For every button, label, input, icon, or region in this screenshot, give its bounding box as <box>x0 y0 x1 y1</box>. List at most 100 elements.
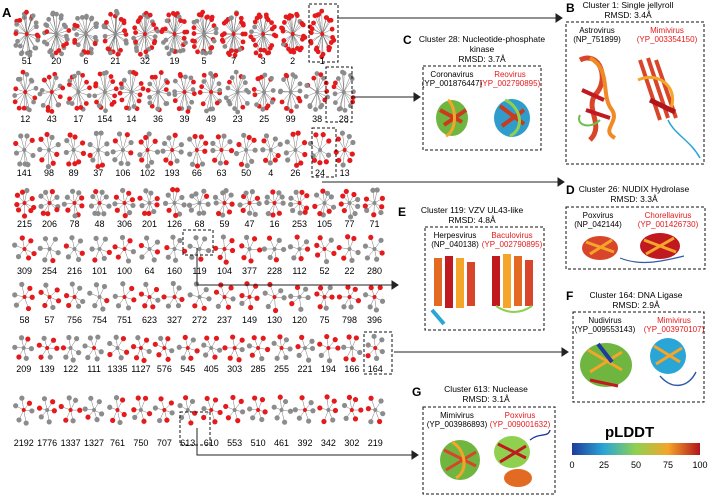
cluster-node <box>351 191 357 198</box>
cluster-node <box>271 340 277 346</box>
cluster-node <box>121 411 127 418</box>
cluster-node <box>352 286 358 292</box>
panel-b-title: Cluster 1: Single jellyroll <box>583 0 674 10</box>
cluster-node <box>110 79 116 85</box>
cluster-node <box>18 335 25 341</box>
cluster-node <box>202 236 208 242</box>
cluster-node <box>191 79 196 85</box>
cluster-node <box>147 94 152 100</box>
cluster-node <box>143 134 149 141</box>
cluster-edge <box>52 12 57 35</box>
cluster-node <box>72 213 78 219</box>
cluster-node <box>23 420 29 426</box>
cluster-node <box>33 85 39 91</box>
cluster-node <box>241 132 247 138</box>
cluster-label: 798 <box>342 315 357 325</box>
cluster-edge <box>233 33 237 52</box>
cluster-network: 255 <box>271 334 293 374</box>
cluster-center-node <box>172 295 177 299</box>
cluster-edge <box>104 76 112 93</box>
cluster-network: 7 <box>219 10 248 66</box>
cluster-node <box>330 204 337 210</box>
cluster-node <box>93 81 99 87</box>
cluster-edge <box>343 91 351 106</box>
panel-f-rmsd: RMSD: 2.9Å <box>612 300 660 310</box>
cluster-node <box>183 74 188 80</box>
cluster-center-node <box>297 201 302 205</box>
cluster-node <box>100 306 106 312</box>
cluster-node <box>238 15 244 21</box>
cluster-node <box>347 157 353 164</box>
cluster-node <box>317 405 323 411</box>
cluster-node <box>165 80 170 85</box>
cluster-node <box>272 136 278 142</box>
cluster-node <box>166 207 172 213</box>
cluster-network: 20 <box>41 10 72 66</box>
cluster-center-node <box>172 32 177 36</box>
cluster-node <box>150 304 156 310</box>
cluster-network: 101 <box>89 235 112 276</box>
legend-tick-label: 100 <box>692 460 707 470</box>
cluster-node <box>269 75 274 81</box>
cluster-center-node <box>222 201 227 205</box>
cluster-node <box>193 235 199 241</box>
cluster-node <box>201 210 207 216</box>
cluster-node <box>140 86 146 92</box>
cluster-node <box>24 133 30 139</box>
cluster-edge <box>261 77 265 93</box>
cluster-node <box>13 150 20 156</box>
cluster-node <box>90 193 96 200</box>
cluster-label: 761 <box>110 438 125 448</box>
cluster-edge <box>292 134 296 151</box>
cluster-network: 16 <box>264 189 286 229</box>
cluster-node <box>341 70 347 76</box>
cluster-node <box>350 99 356 105</box>
cluster-network: 22 <box>336 234 361 276</box>
cluster-node <box>22 161 28 167</box>
cluster-node <box>333 100 338 106</box>
cluster-node <box>379 204 385 210</box>
cluster-node <box>314 242 320 248</box>
cluster-node <box>66 82 72 87</box>
cluster-edge <box>56 33 60 51</box>
cluster-node <box>276 210 282 216</box>
panel-b-letter: B <box>566 1 575 15</box>
cluster-node <box>281 295 287 301</box>
cluster-edge <box>203 33 211 53</box>
cluster-node <box>264 346 271 353</box>
cluster-center-node <box>72 247 77 251</box>
cluster-node <box>110 149 116 155</box>
cluster-node <box>25 50 30 56</box>
cluster-edge <box>151 77 159 93</box>
cluster-node <box>371 212 377 218</box>
cluster-node <box>137 152 143 158</box>
cluster-node <box>61 201 67 207</box>
cluster-node <box>51 408 57 414</box>
cluster-edge <box>256 17 264 35</box>
cluster-edge <box>181 91 185 109</box>
cluster-center-node <box>272 295 277 299</box>
cluster-node <box>365 342 371 348</box>
cluster-node <box>352 210 358 217</box>
cluster-node <box>239 409 246 415</box>
cluster-node <box>139 157 145 163</box>
panel-c-rmsd: RMSD: 3.7Å <box>458 54 506 64</box>
cluster-node <box>183 40 188 46</box>
cluster-node <box>249 29 254 35</box>
cluster-node <box>63 149 69 156</box>
cluster-node <box>88 203 95 209</box>
cluster-label: 149 <box>242 315 257 325</box>
cluster-node <box>124 349 130 355</box>
cluster-node <box>308 30 314 36</box>
cluster-node <box>368 285 374 291</box>
protein-structure-left <box>430 256 475 326</box>
cluster-node <box>66 28 72 33</box>
cluster-node <box>189 254 195 260</box>
cluster-edge <box>26 33 31 56</box>
cluster-node <box>261 246 267 252</box>
cluster-label: 38 <box>312 114 322 124</box>
cluster-node <box>64 194 70 200</box>
cluster-center-node <box>349 408 354 412</box>
cluster-node <box>314 192 320 198</box>
cluster-node <box>168 400 174 406</box>
